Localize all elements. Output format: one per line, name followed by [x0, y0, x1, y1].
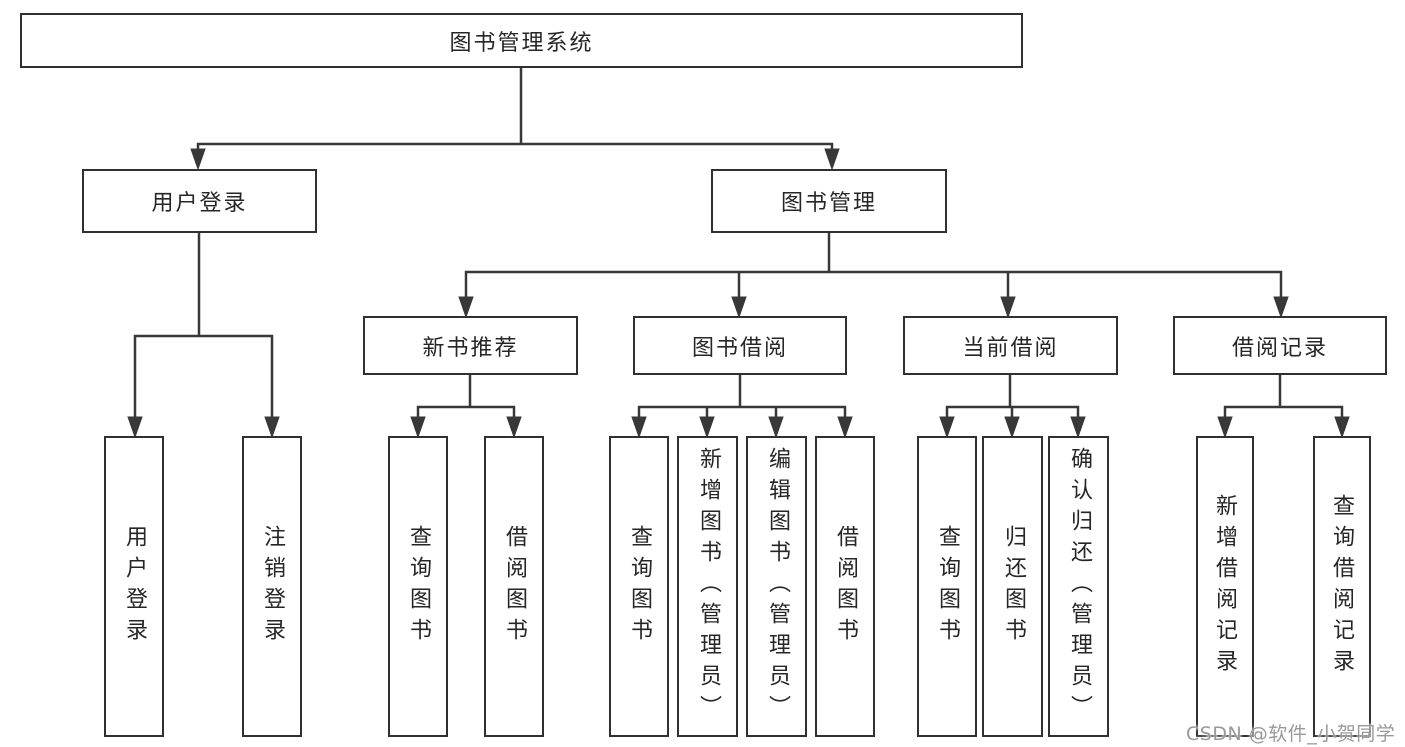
- leaf-edit-book-admin: 编辑图书（管理员）: [746, 436, 807, 737]
- node-library-management-system: 图书管理系统: [20, 13, 1023, 68]
- leaf-add-borrowing-record: 新增借阅记录: [1196, 436, 1254, 737]
- leaf-query-books-1: 查询图书: [388, 436, 448, 737]
- leaf-add-book-admin: 新增图书（管理员）: [677, 436, 738, 737]
- node-book-borrowing: 图书借阅: [633, 316, 847, 375]
- leaf-query-borrowing-record: 查询借阅记录: [1313, 436, 1371, 737]
- leaf-return-book: 归还图书: [982, 436, 1043, 737]
- node-current-borrowing: 当前借阅: [903, 316, 1118, 375]
- node-book-management: 图书管理: [711, 169, 947, 233]
- node-borrowing-records: 借阅记录: [1173, 316, 1387, 375]
- node-user-login: 用户登录: [82, 169, 317, 233]
- leaf-query-books-3: 查询图书: [917, 436, 977, 737]
- leaf-borrow-book-1: 借阅图书: [484, 436, 544, 737]
- watermark: CSDN @软件_小贺同学: [1186, 723, 1396, 745]
- leaf-logout: 注销登录: [242, 436, 302, 737]
- leaf-confirm-return-admin: 确认归还（管理员）: [1048, 436, 1109, 737]
- leaf-query-books-2: 查询图书: [609, 436, 669, 737]
- node-new-book-recommendation: 新书推荐: [363, 316, 578, 375]
- leaf-borrow-book-2: 借阅图书: [815, 436, 875, 737]
- leaf-user-login: 用户登录: [104, 436, 164, 737]
